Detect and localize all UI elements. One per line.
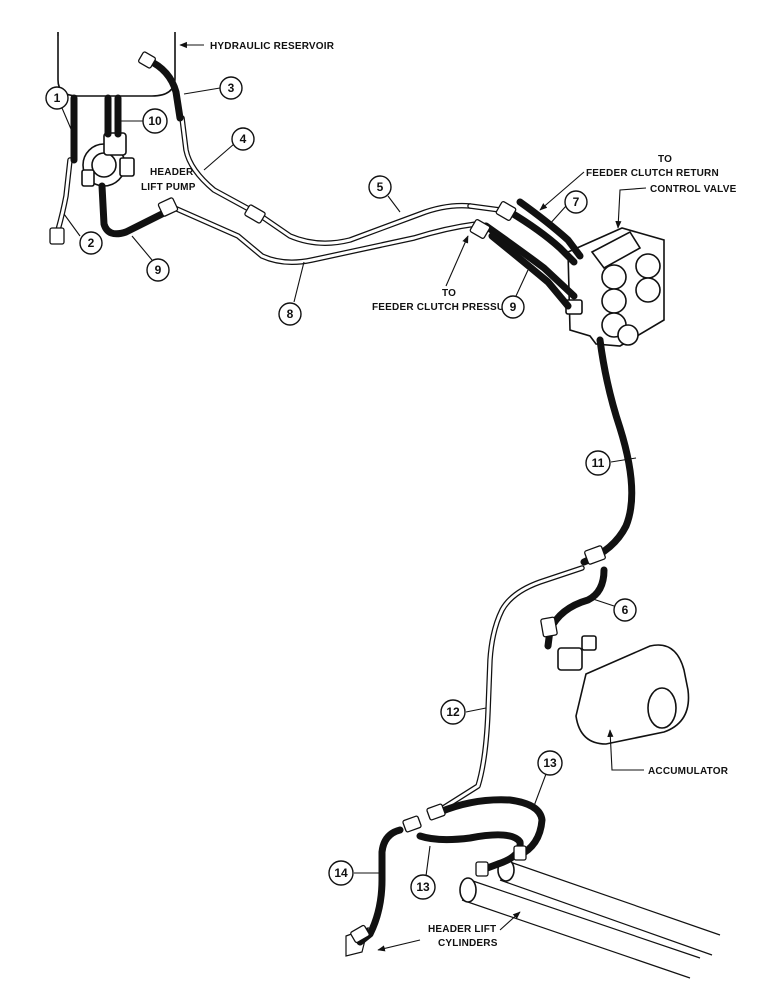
control-valve — [565, 227, 665, 347]
svg-text:9: 9 — [510, 300, 517, 314]
svg-text:8: 8 — [287, 307, 294, 321]
svg-text:TO: TO — [658, 154, 672, 165]
callout-9-valve: 9 — [501, 269, 529, 319]
callout-8: 8 — [278, 261, 305, 326]
fittings — [49, 51, 606, 944]
callout-13-lower: 13 — [410, 845, 436, 900]
svg-text:CONTROL VALVE: CONTROL VALVE — [650, 184, 737, 195]
callout-2: 2 — [63, 213, 103, 255]
label-hydraulic-reservoir: HYDRAULIC RESERVOIR — [179, 41, 335, 52]
svg-text:HEADER LIFT: HEADER LIFT — [428, 924, 496, 935]
svg-text:13: 13 — [416, 880, 430, 894]
svg-text:12: 12 — [446, 705, 460, 719]
header-lift-pump — [81, 132, 135, 187]
label-control-valve: CONTROL VALVE — [615, 184, 737, 229]
svg-text:13: 13 — [543, 756, 557, 770]
label-feeder-clutch-pressure: TO FEEDER CLUTCH PRESSURE — [372, 235, 519, 313]
svg-text:6: 6 — [622, 603, 629, 617]
callout-1: 1 — [45, 86, 75, 137]
steel-tubes — [55, 115, 585, 813]
svg-text:FEEDER CLUTCH PRESSURE: FEEDER CLUTCH PRESSURE — [372, 302, 519, 313]
svg-text:1: 1 — [54, 91, 61, 105]
callout-13-upper: 13 — [533, 750, 563, 807]
svg-text:4: 4 — [240, 132, 247, 146]
svg-text:ACCUMULATOR: ACCUMULATOR — [648, 766, 729, 777]
callout-9-pump: 9 — [131, 235, 170, 282]
svg-text:10: 10 — [148, 114, 162, 128]
callout-12: 12 — [440, 699, 487, 725]
label-header-lift-pump: HEADER LIFT PUMP — [141, 167, 196, 193]
svg-text:HYDRAULIC RESERVOIR: HYDRAULIC RESERVOIR — [210, 41, 335, 52]
header-lift-cylinders — [345, 858, 721, 979]
callout-6: 6 — [589, 597, 637, 622]
svg-text:CYLINDERS: CYLINDERS — [438, 938, 498, 949]
label-feeder-clutch-return: TO FEEDER CLUTCH RETURN — [539, 154, 719, 211]
callout-11: 11 — [585, 450, 637, 476]
callout-4: 4 — [203, 127, 255, 171]
svg-text:5: 5 — [377, 180, 384, 194]
callout-10: 10 — [120, 108, 168, 134]
callout-5: 5 — [368, 175, 401, 213]
svg-text:LIFT PUMP: LIFT PUMP — [141, 182, 196, 193]
svg-text:14: 14 — [334, 866, 348, 880]
svg-text:3: 3 — [228, 81, 235, 95]
svg-text:TO: TO — [442, 288, 456, 299]
callout-14: 14 — [328, 860, 380, 886]
svg-text:HEADER: HEADER — [150, 167, 194, 178]
svg-text:2: 2 — [88, 236, 95, 250]
svg-text:11: 11 — [592, 456, 605, 470]
svg-text:FEEDER CLUTCH RETURN: FEEDER CLUTCH RETURN — [586, 168, 719, 179]
svg-text:7: 7 — [573, 195, 580, 209]
label-accumulator: ACCUMULATOR — [607, 729, 729, 777]
callout-7: 7 — [547, 190, 588, 227]
svg-text:9: 9 — [155, 263, 162, 277]
accumulator — [557, 635, 690, 745]
label-header-lift-cylinders: HEADER LIFT CYLINDERS — [377, 911, 521, 952]
callout-3: 3 — [183, 76, 243, 100]
